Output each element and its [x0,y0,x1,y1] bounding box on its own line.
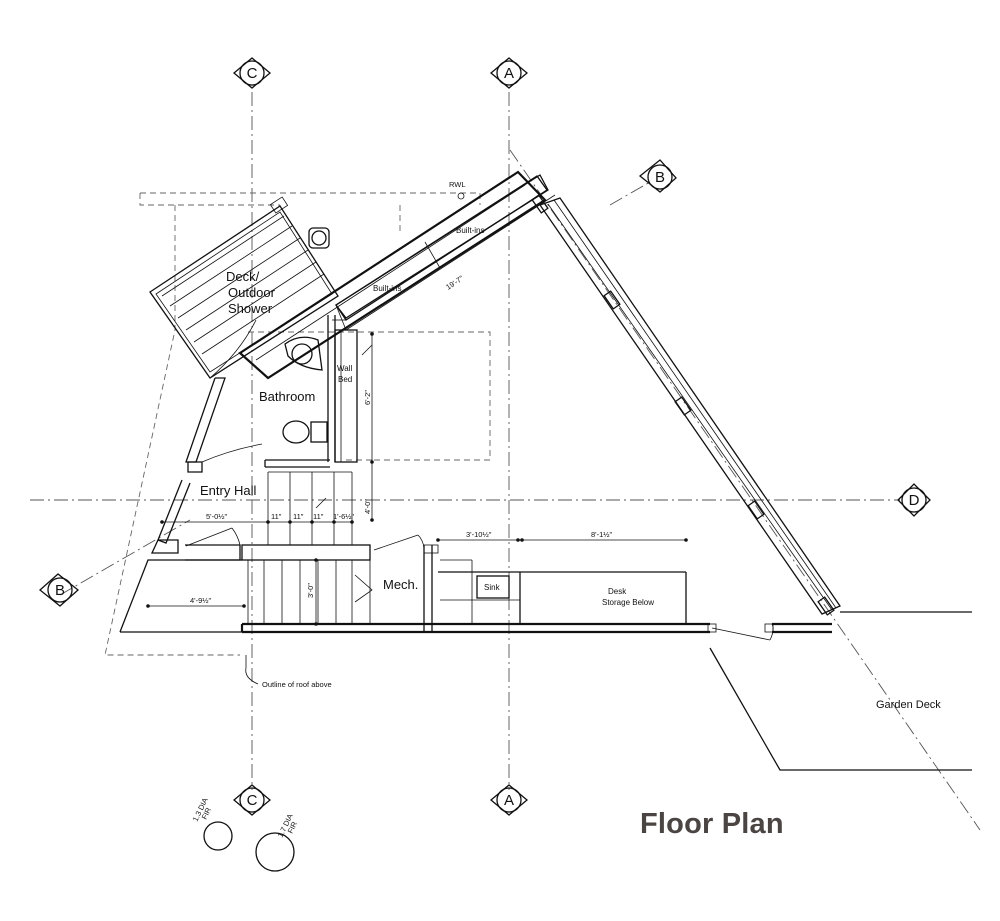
grid-bubble-c-bottom: C [232,784,272,816]
grid-bubble-c-top: C [232,57,272,89]
garden-deck-label: Garden Deck [876,699,941,711]
grid-label: C [247,65,258,82]
wall-bed-label-line2: Bed [338,375,352,384]
grid-bubble-d-right: D [897,483,931,517]
grid-bubble-b-left: B [38,573,80,607]
dim-11c: 11" [313,512,324,521]
grid-lines [30,92,981,831]
deck-label-line3: Shower [228,301,273,316]
stairs [241,471,373,624]
dimension-lines [146,332,688,626]
bathroom-fixtures [282,336,328,444]
fir-trees [203,821,295,872]
dim-11a: 11" [271,512,282,521]
rwl-label: RWL [449,180,466,189]
grid-label: B [655,169,665,186]
room-labels: Deck/ Outdoor Shower Bathroom Entry Hall… [200,226,941,711]
dim-5-0: 5'-0½" [206,512,228,521]
entry-hall-label: Entry Hall [200,483,256,498]
bathroom-label: Bathroom [259,389,315,404]
desk-label-line1: Desk [608,587,627,596]
grid-label: B [55,582,65,599]
grid-label: D [909,492,920,509]
dim-3-10: 3'-10½" [466,530,492,539]
grid-label: C [247,792,258,809]
dimension-labels: 19'-7" 6'-2" 4'-0" 5'-0½" 11" 11" 11" 1'… [190,274,613,605]
grid-label: A [504,65,514,82]
grid-bubble-b-right: B [638,159,677,193]
mech-label: Mech. [383,577,418,592]
roof-outline [104,192,491,685]
grid-label: A [504,792,514,809]
dim-4-0: 4'-0" [363,499,372,514]
deck-label-line1: Deck/ [226,269,260,284]
builtins-lower-label: Built-ins [373,284,401,293]
grid-bubble-a-top: A [489,57,529,89]
dim-6-2: 6'-2" [363,390,372,405]
deck-label-line2: Outdoor [228,285,276,300]
deck-outdoor-shower [149,196,339,379]
rwl-marker [457,192,465,200]
dim-19-7: 19'-7" [444,274,465,292]
dim-4-9: 4'-9½" [190,596,212,605]
garden-deck-lines [709,611,972,771]
desk-label-line2: Storage Below [602,598,654,607]
dim-1-6: 1'-6½" [333,512,355,521]
dim-8-1: 8'-1½" [591,530,613,539]
dim-11b: 11" [293,512,304,521]
roof-outline-label: Outline of roof above [262,680,332,689]
drawing-title: Floor Plan [640,808,784,840]
grid-bubble-a-bottom: A [489,784,529,816]
builtins-upper-label: Built-ins [456,226,484,235]
dim-3-0: 3'-0" [306,583,315,598]
wall-bed-label-line1: Wall [337,364,352,373]
building-walls [119,170,841,641]
sink-label: Sink [484,583,501,592]
